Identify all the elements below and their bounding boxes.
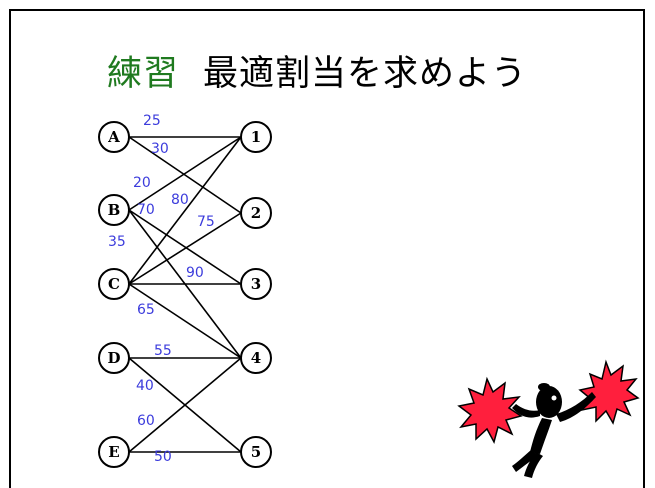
- edge-weight-B-3: 70: [137, 202, 155, 218]
- edge-weight-C-2: 75: [197, 214, 215, 230]
- edge-weight-E-4: 60: [137, 413, 155, 429]
- right-node-5: 5: [240, 436, 272, 468]
- node-label: 3: [251, 275, 261, 293]
- right-node-3: 3: [240, 268, 272, 300]
- left-node-D: D: [98, 342, 130, 374]
- edge-C-2: [128, 212, 242, 285]
- slide-title: 練習最適割当を求めよう: [107, 50, 527, 98]
- edge-weight-B-1: 20: [133, 175, 151, 191]
- slide-frame: [9, 9, 645, 488]
- left-node-A: A: [98, 121, 130, 153]
- node-label: D: [107, 349, 120, 367]
- right-node-2: 2: [240, 197, 272, 229]
- node-label: A: [107, 128, 120, 146]
- node-label: E: [108, 443, 119, 461]
- edge-C-4: [128, 283, 242, 359]
- edge-B-1: [128, 136, 242, 211]
- title-accent: 練習: [107, 54, 180, 94]
- node-circle: [240, 342, 272, 374]
- node-circle: [98, 436, 130, 468]
- node-label: 5: [251, 443, 261, 461]
- edge-weight-C-1: 80: [171, 192, 189, 208]
- node-label: 1: [251, 128, 261, 146]
- edge-weight-A-2: 30: [151, 141, 169, 157]
- node-circle: [98, 194, 130, 226]
- node-label: 4: [251, 349, 261, 367]
- node-label: C: [108, 275, 120, 293]
- edge-E-4: [128, 357, 242, 453]
- node-circle: [240, 436, 272, 468]
- left-node-E: E: [98, 436, 130, 468]
- node-circle: [240, 121, 272, 153]
- edge-weight-E-5: 50: [154, 449, 172, 465]
- edge-weight-C-3: 90: [186, 265, 204, 281]
- edge-weight-A-1: 25: [143, 113, 161, 129]
- node-circle: [240, 268, 272, 300]
- left-node-B: B: [98, 194, 130, 226]
- title-main: 最適割当を求めよう: [203, 54, 528, 94]
- edge-weight-C-4: 65: [137, 302, 155, 318]
- node-circle: [98, 268, 130, 300]
- edge-C-1: [128, 136, 242, 285]
- nodes: A B C D E 1 2 3 4 5: [98, 121, 272, 468]
- left-node-C: C: [98, 268, 130, 300]
- node-label: B: [108, 201, 121, 219]
- node-label: 2: [251, 204, 261, 222]
- edge-B-3: [128, 209, 242, 285]
- edge-weight-D-5: 40: [136, 378, 154, 394]
- right-node-4: 4: [240, 342, 272, 374]
- edge-A-2: [128, 136, 242, 214]
- pompom-left-icon: [457, 376, 523, 445]
- edge-weights: 25 30 20 70 35 80 75 90 65 55 40 60 50: [108, 113, 215, 465]
- cheerleader-figure-icon: [512, 383, 596, 478]
- edge-weight-B-4: 35: [108, 234, 126, 250]
- node-circle: [240, 197, 272, 229]
- edge-weight-D-4: 55: [154, 343, 172, 359]
- node-circle: [98, 342, 130, 374]
- pompom-right-icon: [578, 359, 640, 425]
- right-node-1: 1: [240, 121, 272, 153]
- node-circle: [98, 121, 130, 153]
- edges: [128, 136, 242, 453]
